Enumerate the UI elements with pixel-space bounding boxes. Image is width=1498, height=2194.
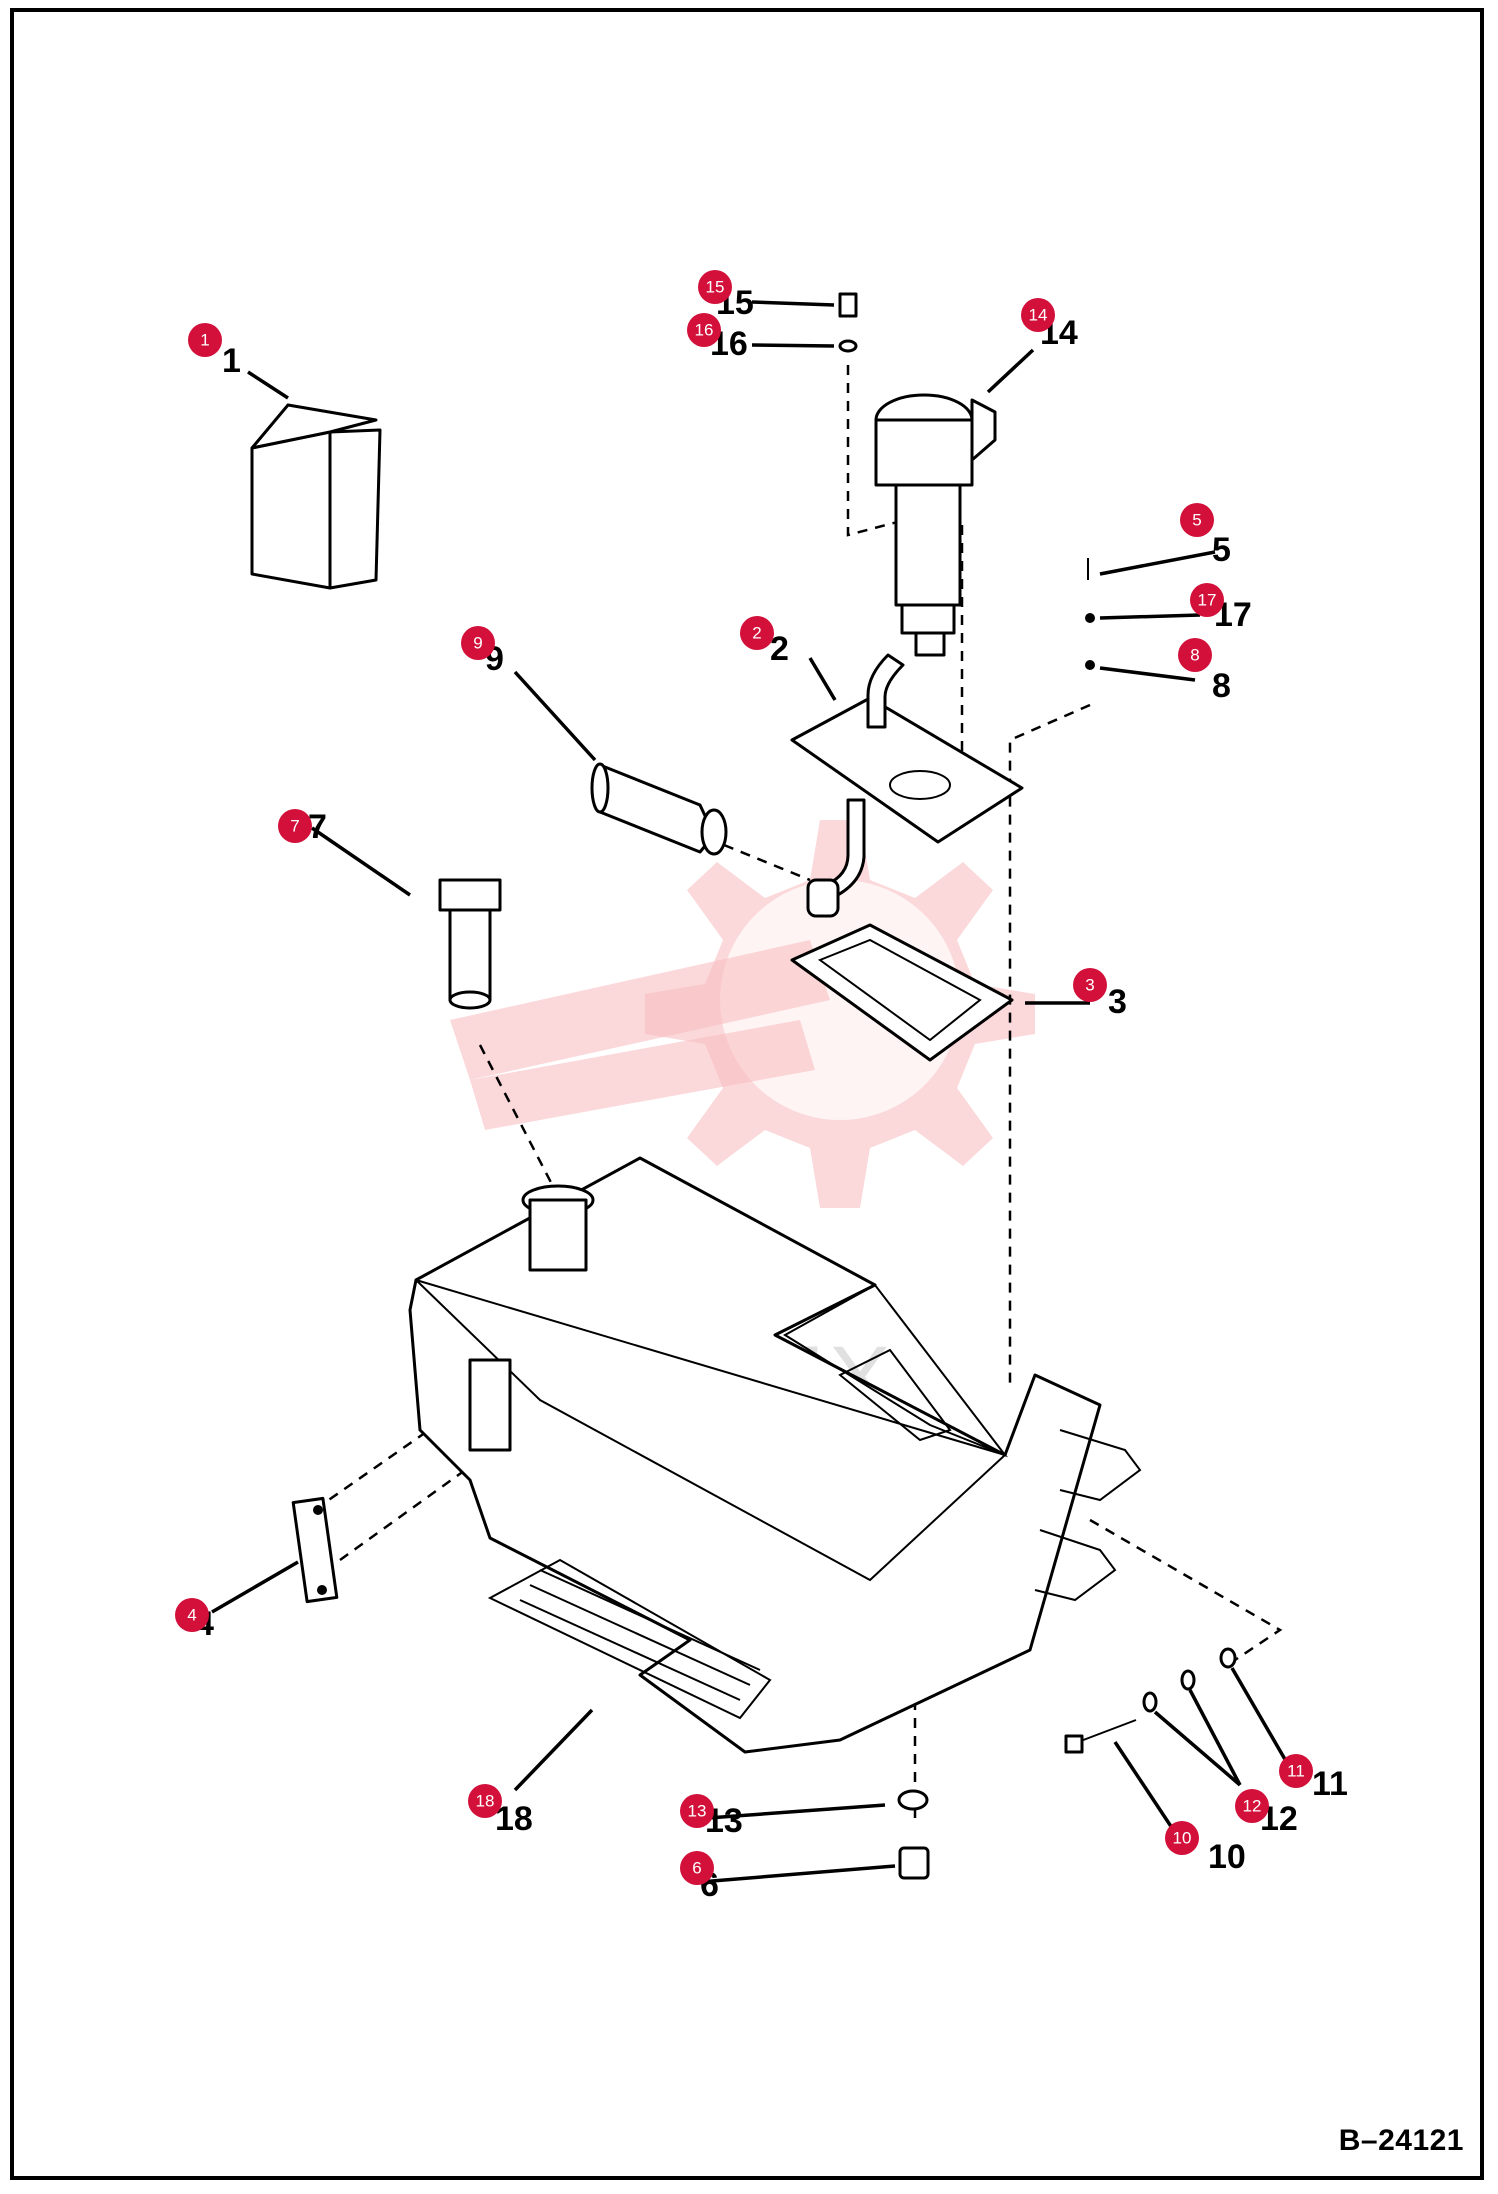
callout-dot-5 bbox=[1180, 503, 1214, 537]
callout-5: 5 bbox=[1180, 503, 1214, 537]
callout-label-4: 4 bbox=[187, 1606, 196, 1625]
callout-dot-8 bbox=[1178, 638, 1212, 672]
callout-label-18: 18 bbox=[476, 1792, 495, 1811]
part-number-11: 11 bbox=[1312, 1765, 1348, 1803]
part-3-gasket bbox=[790, 923, 1014, 1062]
callout-2: 2 bbox=[740, 616, 774, 650]
part-12-washers bbox=[1142, 1669, 1196, 1713]
part-13-sealing-washer bbox=[897, 1789, 929, 1811]
callout-dot-10 bbox=[1165, 1821, 1199, 1855]
part-18-hydraulic-tank bbox=[408, 1156, 1142, 1754]
callout-dot-3 bbox=[1073, 968, 1107, 1002]
callout-label-7: 7 bbox=[290, 817, 299, 836]
callout-9: 9 bbox=[461, 626, 495, 660]
callout-6: 6 bbox=[680, 1851, 714, 1885]
part-2-mounting-plate bbox=[790, 653, 1024, 918]
callout-label-17: 17 bbox=[1198, 591, 1217, 610]
part-1-filter-box bbox=[136, 403, 382, 590]
callout-label-3: 3 bbox=[1085, 976, 1094, 995]
callout-dot-11 bbox=[1279, 1754, 1313, 1788]
callout-15: 15 bbox=[698, 270, 732, 304]
part-17-washer bbox=[1085, 613, 1095, 623]
part-number-1: 1 bbox=[222, 342, 241, 380]
callout-label-11: 11 bbox=[1287, 1762, 1305, 1781]
part-number-3: 3 bbox=[1108, 983, 1127, 1021]
drawing-frame bbox=[10, 8, 1484, 2180]
part-11-nut bbox=[1219, 1647, 1237, 1669]
part-number-10: 10 bbox=[1208, 1838, 1246, 1876]
callout-1: 1 bbox=[188, 323, 222, 357]
callout-label-14: 14 bbox=[1029, 306, 1048, 325]
callout-3: 3 bbox=[1073, 968, 1107, 1002]
part-6-drain-plug bbox=[898, 1846, 930, 1880]
callout-8: 8 bbox=[1178, 638, 1212, 672]
callout-label-9: 9 bbox=[473, 634, 482, 653]
drawing-reference-number: B–24121 bbox=[1338, 2124, 1464, 2157]
part-number-8: 8 bbox=[1212, 667, 1231, 705]
callout-label-16: 16 bbox=[695, 321, 714, 340]
part-8-nut bbox=[1085, 660, 1095, 670]
callout-label-1: 1 bbox=[200, 331, 209, 350]
callout-10: 10 bbox=[1165, 1821, 1199, 1855]
part-10-bolt bbox=[1064, 1719, 1137, 1754]
callout-label-13: 13 bbox=[688, 1802, 707, 1821]
callout-dot-14 bbox=[1021, 298, 1055, 332]
callout-17: 17 bbox=[1190, 583, 1224, 617]
callout-14: 14 bbox=[1021, 298, 1055, 332]
callout-dot-6 bbox=[680, 1851, 714, 1885]
part-16-o-ring bbox=[838, 339, 858, 353]
callout-dot-4 bbox=[175, 1598, 209, 1632]
part-4-sight-gauge bbox=[291, 1496, 339, 1604]
leader-lines bbox=[211, 300, 1292, 1884]
part-number-7: 7 bbox=[308, 808, 327, 846]
callout-label-12: 12 bbox=[1243, 1797, 1262, 1816]
callout-dot-1 bbox=[188, 323, 222, 357]
callout-markers: 1122334455667788991010111112121313141415… bbox=[175, 270, 1348, 1904]
callout-11: 11 bbox=[1279, 1754, 1313, 1788]
part-7-filler-cap bbox=[438, 878, 502, 1010]
part-15-bolt bbox=[838, 292, 858, 318]
callout-dot-2 bbox=[740, 616, 774, 650]
callout-16: 16 bbox=[687, 313, 721, 347]
callout-dot-15 bbox=[698, 270, 732, 304]
callout-label-8: 8 bbox=[1190, 646, 1199, 665]
callout-dot-7 bbox=[278, 809, 312, 843]
callout-label-10: 10 bbox=[1173, 1829, 1192, 1848]
callout-12: 12 bbox=[1235, 1789, 1269, 1823]
part-14-filter-housing bbox=[874, 393, 997, 657]
callout-label-15: 15 bbox=[706, 278, 725, 297]
callout-13: 13 bbox=[680, 1794, 714, 1828]
callout-dot-9 bbox=[461, 626, 495, 660]
part-9-filter-element bbox=[590, 762, 728, 856]
callout-18: 18 bbox=[468, 1784, 502, 1818]
callout-label-6: 6 bbox=[692, 1859, 701, 1878]
callout-dot-12 bbox=[1235, 1789, 1269, 1823]
part-number-5: 5 bbox=[1212, 531, 1231, 569]
callout-dot-18 bbox=[468, 1784, 502, 1818]
callout-7: 7 bbox=[278, 809, 312, 843]
callout-dot-16 bbox=[687, 313, 721, 347]
part-number-2: 2 bbox=[770, 630, 789, 668]
callout-4: 4 bbox=[175, 1598, 209, 1632]
part-number-18: 18 bbox=[495, 1800, 533, 1838]
callout-dot-13 bbox=[680, 1794, 714, 1828]
callout-label-5: 5 bbox=[1192, 511, 1201, 530]
callout-label-2: 2 bbox=[752, 624, 761, 643]
callout-dot-17 bbox=[1190, 583, 1224, 617]
